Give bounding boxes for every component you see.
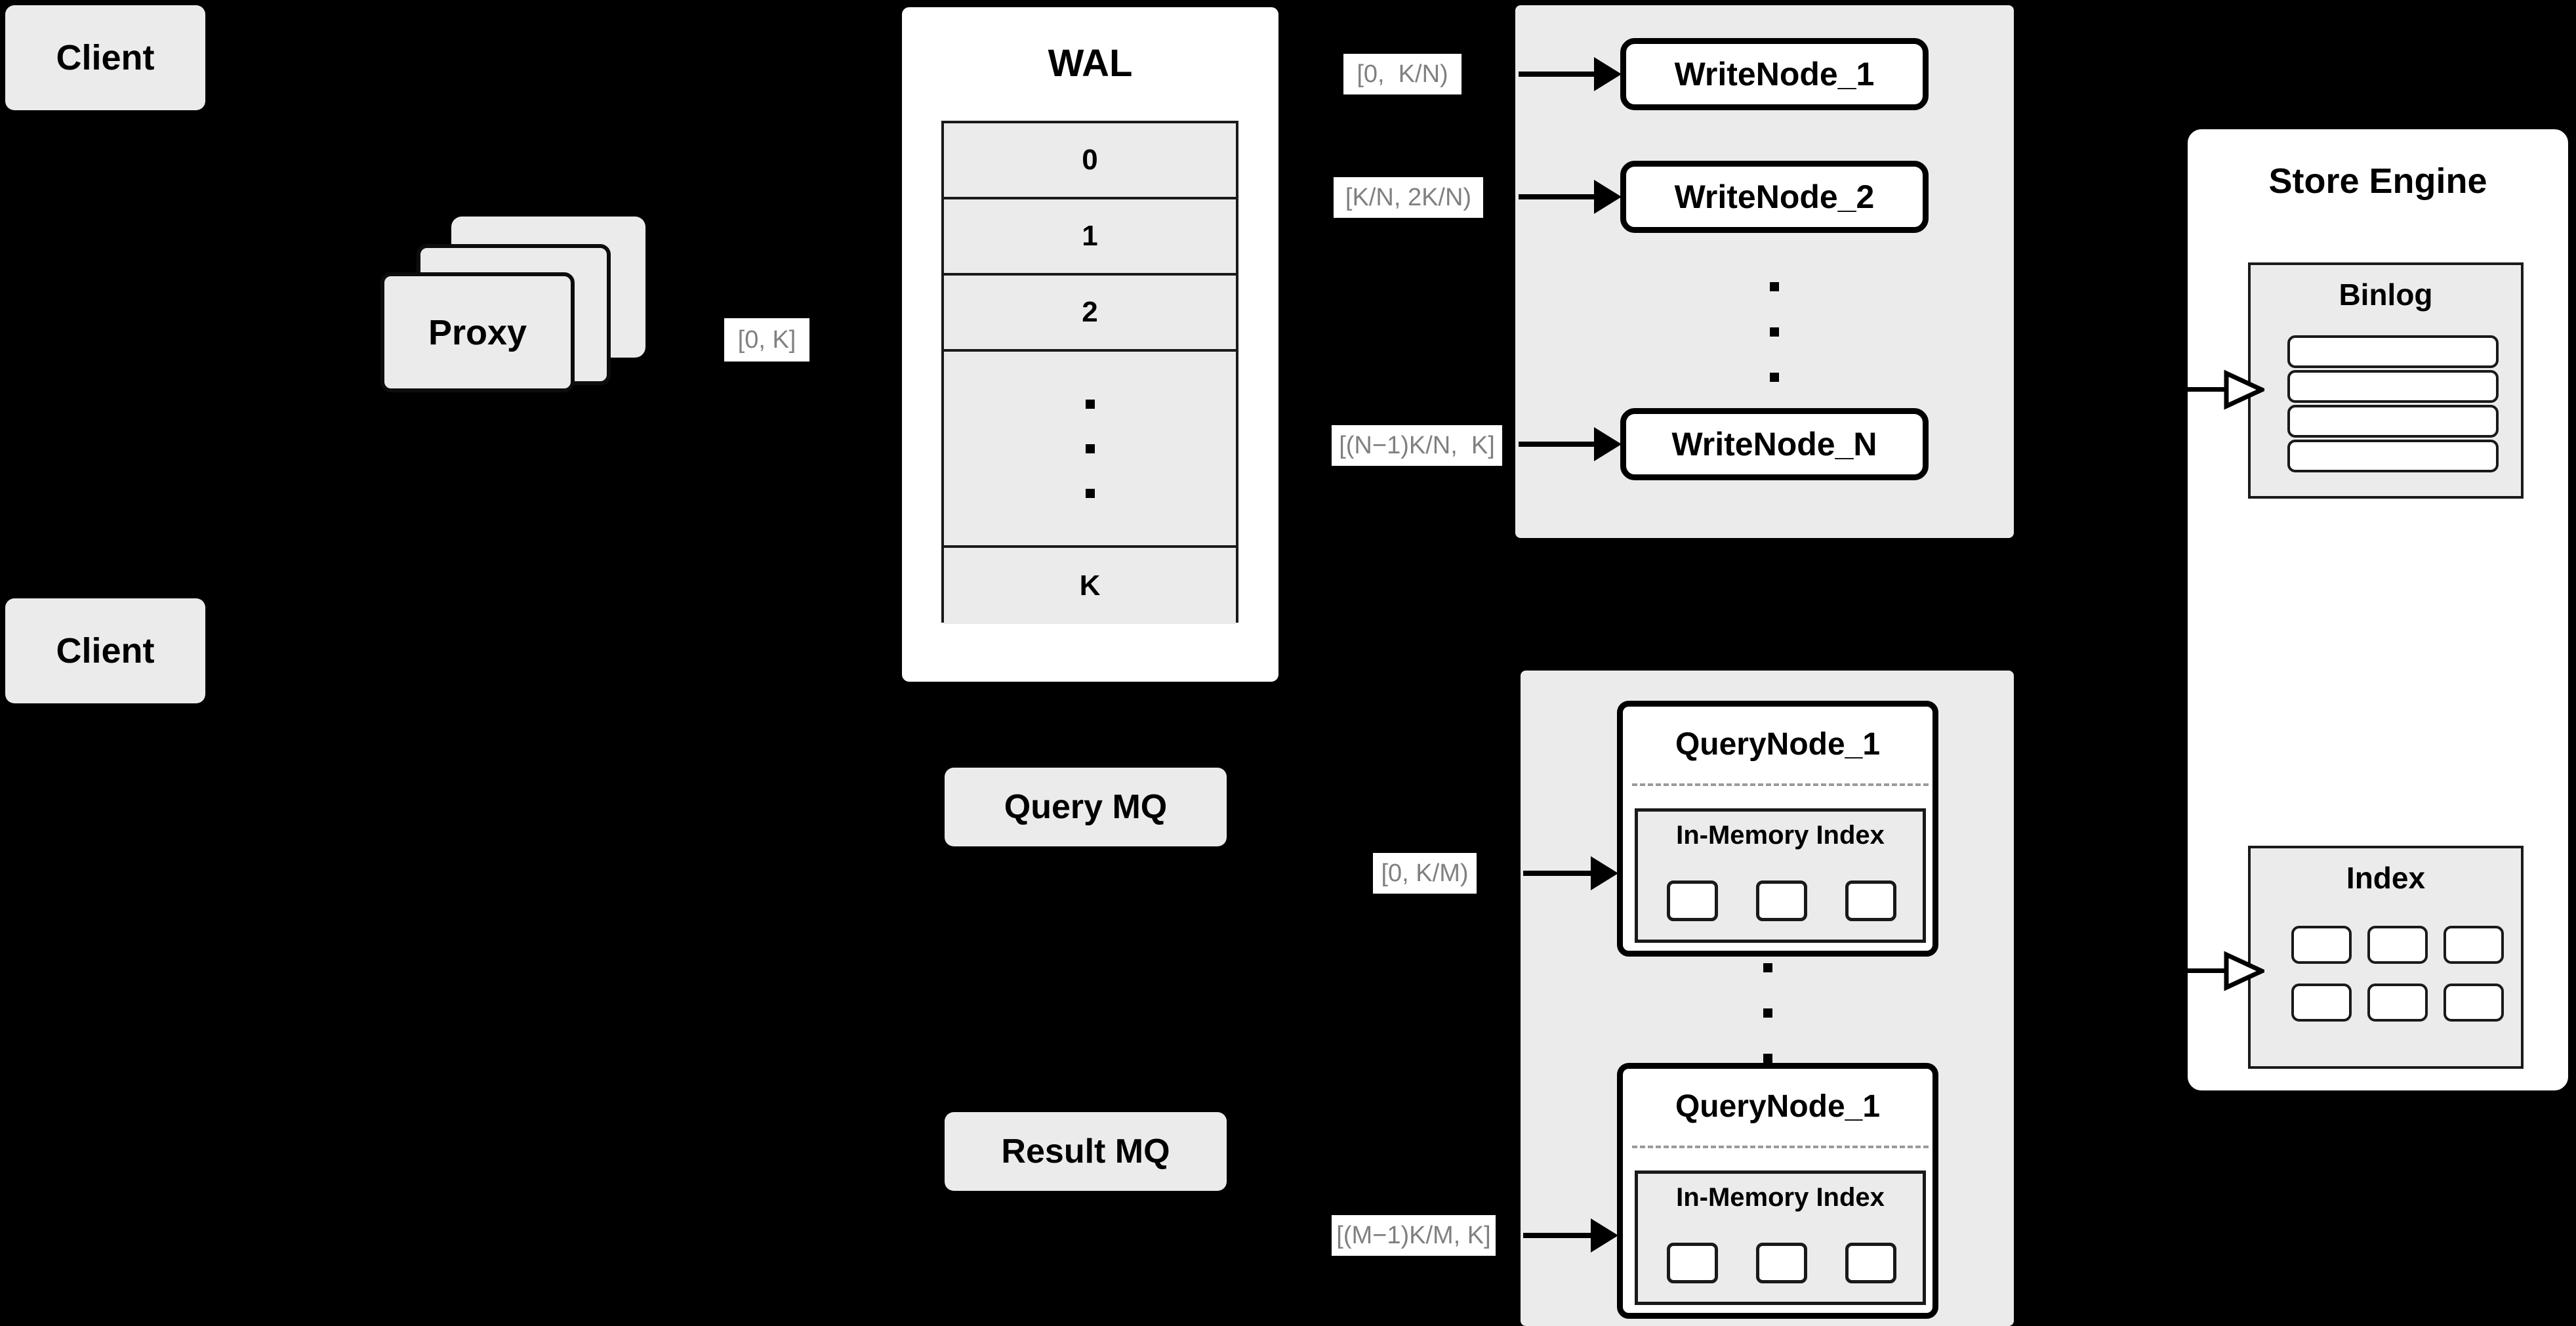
wal-row-label: 0 (1082, 144, 1098, 176)
edge-label-querynode-m: [(M−1)K/M, K] (1332, 1215, 1496, 1256)
index-cell[interactable] (2443, 984, 2504, 1022)
query-mq-label: Query MQ (1004, 788, 1168, 826)
arrow-line-writenode-n (1519, 442, 1604, 447)
edge-label-text: [0, K/M) (1381, 860, 1469, 887)
edge-label-text: [0, K/N) (1357, 60, 1448, 88)
proxy-sheet-front[interactable]: Proxy (380, 272, 575, 392)
index-cell[interactable] (1756, 881, 1807, 921)
arrow-line-writenode-2 (1519, 194, 1604, 199)
arrow-head-querynode-m (1591, 1218, 1618, 1253)
wal-row[interactable]: K (944, 548, 1236, 624)
binlog-row[interactable] (2287, 405, 2499, 438)
wal-row[interactable]: 1 (944, 199, 1236, 276)
index-cell[interactable] (2367, 926, 2428, 964)
store-engine-title: Store Engine (2268, 161, 2487, 201)
binlog-row[interactable] (2287, 440, 2499, 472)
wal-row-ellipsis (944, 352, 1236, 548)
wal-row-label: 1 (1082, 220, 1098, 252)
binlog-row[interactable] (2287, 335, 2499, 368)
edge-label-writenode-1: [0, K/N) (1343, 54, 1462, 94)
arrow-head-writenode-2 (1594, 180, 1622, 214)
edge-label-text: [K/N, 2K/N) (1345, 184, 1472, 211)
client-box-1[interactable]: Client (5, 5, 205, 110)
binlog-row[interactable] (2287, 370, 2499, 403)
edge-label-text: [(M−1)K/M, K] (1336, 1222, 1491, 1249)
query-mq-box[interactable]: Query MQ (945, 768, 1227, 846)
wal-row-stack: 0 1 2 K (941, 121, 1238, 624)
query-node-1-divider (1632, 783, 1929, 786)
arrow-head-store-index-open-icon (2224, 951, 2264, 991)
query-node-1-index-title: In-Memory Index (1676, 821, 1885, 850)
proxy-label: Proxy (428, 312, 527, 352)
arrow-head-writenode-n (1594, 427, 1622, 461)
index-cell[interactable] (2291, 926, 2352, 964)
store-engine-container: Store Engine Binlog Index (2184, 126, 2571, 1094)
arrow-head-writenode-1 (1594, 57, 1622, 91)
arrow-line-querynode-1 (1523, 871, 1601, 876)
edge-label-text: [0, K] (737, 326, 796, 354)
index-cell[interactable] (1667, 1243, 1718, 1283)
wal-title: WAL (1048, 42, 1133, 85)
result-mq-box[interactable]: Result MQ (945, 1112, 1227, 1191)
binlog-panel: Binlog (2248, 262, 2524, 499)
write-node-1[interactable]: WriteNode_1 (1620, 38, 1929, 110)
edge-label-writenode-2: [K/N, 2K/N) (1334, 177, 1483, 218)
index-cell[interactable] (2367, 984, 2428, 1022)
binlog-title: Binlog (2339, 278, 2433, 312)
index-cell[interactable] (1845, 881, 1896, 921)
query-node-1-title: QueryNode_1 (1675, 727, 1881, 762)
index-title: Index (2346, 861, 2426, 895)
wal-row-label: K (1079, 570, 1101, 602)
query-node-1[interactable]: QueryNode_1 In-Memory Index (1617, 701, 1938, 957)
edge-label-writenode-n: [(N−1)K/N, K] (1332, 425, 1502, 466)
index-cell[interactable] (1667, 881, 1718, 921)
wal-row[interactable]: 0 (944, 123, 1236, 199)
arrow-line-writenode-1 (1519, 72, 1604, 77)
arrow-head-querynode-1 (1591, 856, 1618, 890)
arrow-line-store-binlog (2188, 387, 2228, 392)
arrow-head-store-binlog-open-icon (2224, 369, 2264, 410)
query-node-m-title: QueryNode_1 (1675, 1089, 1881, 1124)
edge-label-text: [(N−1)K/N, K] (1339, 432, 1495, 459)
client-label-2: Client (56, 631, 155, 671)
edge-label-proxy-to-wal: [0, K] (724, 318, 809, 362)
arrow-line-querynode-m (1523, 1233, 1601, 1238)
wal-row-label: 2 (1082, 296, 1098, 328)
wal-vertical-ellipsis-icon (1085, 399, 1095, 498)
query-node-m-inmemory-index-panel: In-Memory Index (1635, 1171, 1926, 1305)
write-node-2[interactable]: WriteNode_2 (1620, 161, 1929, 233)
write-node-n-label: WriteNode_N (1671, 426, 1877, 463)
index-cell[interactable] (1845, 1243, 1896, 1283)
write-cluster-vertical-ellipsis-icon (1770, 282, 1779, 382)
query-node-m[interactable]: QueryNode_1 In-Memory Index (1617, 1063, 1938, 1319)
write-node-2-label: WriteNode_2 (1674, 178, 1875, 215)
query-node-m-index-title: In-Memory Index (1676, 1183, 1885, 1212)
index-cell[interactable] (2291, 984, 2352, 1022)
result-mq-label: Result MQ (1001, 1132, 1170, 1171)
edge-label-querynode-1: [0, K/M) (1373, 853, 1477, 894)
index-cell[interactable] (2443, 926, 2504, 964)
query-cluster-vertical-ellipsis-icon (1763, 963, 1772, 1063)
write-node-1-label: WriteNode_1 (1674, 56, 1875, 93)
index-cell[interactable] (1756, 1243, 1807, 1283)
wal-row[interactable]: 2 (944, 276, 1236, 352)
query-node-1-inmemory-index-panel: In-Memory Index (1635, 808, 1926, 943)
client-label-1: Client (56, 38, 155, 77)
write-node-n[interactable]: WriteNode_N (1620, 408, 1929, 480)
proxy-stack[interactable]: Proxy (380, 217, 669, 426)
arrow-line-store-index (2188, 968, 2228, 973)
client-box-2[interactable]: Client (5, 598, 205, 703)
index-panel: Index (2248, 846, 2524, 1069)
query-node-m-divider (1632, 1146, 1929, 1148)
